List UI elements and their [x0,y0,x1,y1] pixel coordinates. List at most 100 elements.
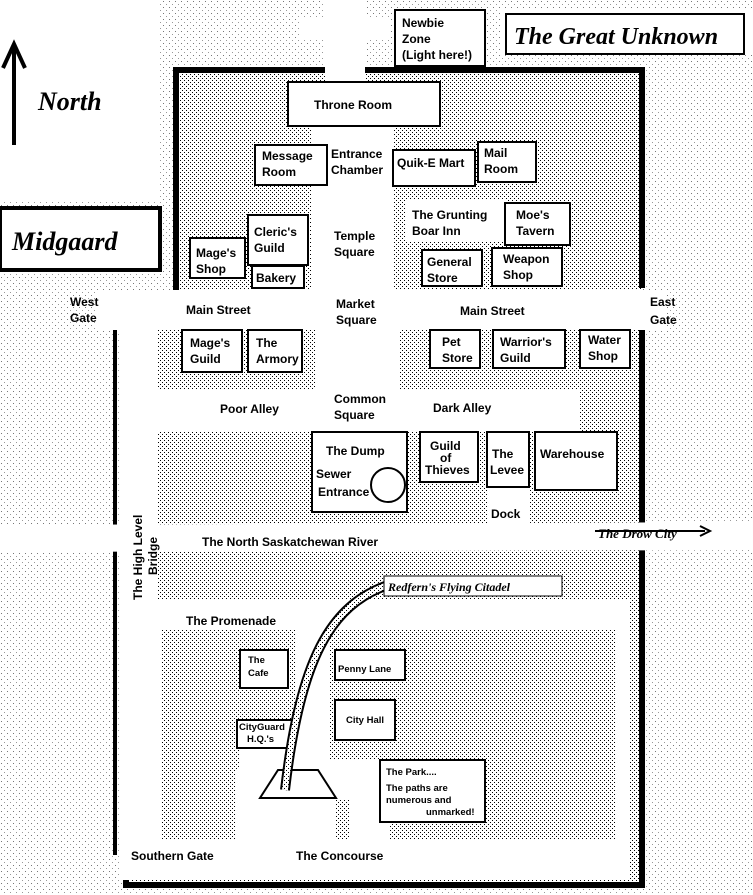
bridge-label-2[interactable]: Bridge [146,537,160,575]
entrance-chamber-label-2[interactable]: Chamber [331,163,383,177]
moes-tavern-label-2[interactable]: Tavern [516,224,554,238]
throne-room-label[interactable]: Throne Room [314,98,392,112]
park-path-shape [258,769,338,799]
general-store-label-1[interactable]: General [427,255,472,269]
citadel-label[interactable]: Redfern's Flying Citadel [387,580,511,594]
warriors-guild-box [492,329,566,369]
river-label[interactable]: The North Saskatchewan River [202,535,378,549]
armory-box [247,329,303,373]
dock-label[interactable]: Dock [491,507,521,521]
mail-room-label-1[interactable]: Mail [484,146,507,160]
sewer-circle [370,467,406,503]
cafe-label-2[interactable]: Cafe [248,668,269,679]
grunting-boar-label-2[interactable]: Boar Inn [412,224,461,238]
dark-alley-label[interactable]: Dark Alley [433,401,492,415]
market-square-label-1[interactable]: Market [336,297,375,311]
common-square-label-1[interactable]: Common [334,392,386,406]
temple-square-label-2[interactable]: Square [334,245,375,259]
concourse-label[interactable]: The Concourse [296,849,384,863]
drow-city-label[interactable]: The Drow City [598,526,677,541]
southern-gate-label[interactable]: Southern Gate [131,849,214,863]
water-shop-label-1[interactable]: Water [588,333,621,347]
the-levee-label-2[interactable]: Levee [490,463,524,477]
market-square-label-2[interactable]: Square [336,313,377,327]
the-levee-label-1[interactable]: The [492,447,514,461]
area-label: Midgaard [11,227,118,256]
poor-alley-label[interactable]: Poor Alley [220,402,279,416]
north-label: North [37,87,102,116]
weapon-shop-label-1[interactable]: Weapon [503,252,549,266]
mail-room-box [477,141,537,183]
main-street-east-label[interactable]: Main Street [460,304,525,318]
compass-area [0,0,160,200]
quik-e-mart-box [392,149,476,187]
guild-of-thieves-label-3[interactable]: Thieves [425,463,470,477]
main-street-west-label[interactable]: Main Street [186,303,251,317]
entrance-chamber-label-1[interactable]: Entrance [331,147,383,161]
cafe-box [239,649,289,689]
newbie-zone-label-2[interactable]: Zone [402,32,431,46]
park-note-line-2: The paths are [386,783,448,794]
guild-of-thieves-box [419,431,479,483]
mages-guild-label-1[interactable]: Mage's [190,336,231,350]
bridge-label-1[interactable]: The High Level [131,515,145,600]
quik-e-mart-label[interactable]: Quik-E Mart [397,156,464,170]
temple-square-label-1[interactable]: Temple [334,229,375,243]
penny-lane-box [334,649,406,681]
warehouse-box [534,431,618,491]
newbie-zone-label-1[interactable]: Newbie [402,16,444,30]
mages-shop-label-1[interactable]: Mage's [196,246,237,260]
pet-store-box [429,329,481,369]
warehouse-label[interactable]: Warehouse [540,447,605,461]
warriors-guild-label-2[interactable]: Guild [500,351,531,365]
message-room-label-1[interactable]: Message [262,149,313,163]
city-hall-box [334,699,396,741]
message-room-label-2[interactable]: Room [262,165,296,179]
general-store-label-2[interactable]: Store [427,271,458,285]
promenade-label[interactable]: The Promenade [186,614,276,628]
newbie-zone-label-3[interactable]: (Light here!) [402,48,472,62]
sewer-entrance-label-2[interactable]: Entrance [318,485,370,499]
drow-city-arrow [595,525,713,537]
mages-shop-label-2[interactable]: Shop [196,262,226,276]
cityguard-label-1[interactable]: CityGuard [239,722,285,733]
common-square-label-2[interactable]: Square [334,408,375,422]
message-room-box [254,144,328,186]
clerics-guild-label-1[interactable]: Cleric's [254,225,297,239]
moes-tavern-box [504,202,571,246]
pet-store-label-1[interactable]: Pet [442,335,461,349]
armory-label-1[interactable]: The [256,336,278,350]
guild-of-thieves-label-2[interactable]: of [440,451,452,465]
guild-of-thieves-label-1[interactable]: Guild [430,439,461,453]
city-wall-north [173,67,645,290]
city-hall-label[interactable]: City Hall [346,715,384,726]
west-gate-label-2[interactable]: Gate [70,311,97,325]
east-gate-label-2[interactable]: Gate [650,313,677,327]
mail-room-label-2[interactable]: Room [484,162,518,176]
pet-store-label-2[interactable]: Store [442,351,473,365]
moes-tavern-label-1[interactable]: Moe's [516,208,550,222]
warriors-guild-label-1[interactable]: Warrior's [500,335,552,349]
the-dump-label[interactable]: The Dump [326,444,385,458]
map-title: The Great Unknown [514,24,718,50]
bakery-box [251,265,305,289]
grunting-boar-label-1[interactable]: The Grunting [412,208,487,222]
water-shop-label-2[interactable]: Shop [588,349,618,363]
park-note-box [379,759,486,823]
sewer-entrance-label-1[interactable]: Sewer [316,467,352,481]
citadel-box [383,575,563,597]
park-note-line-3: numerous and [386,795,452,806]
west-gate-label-1[interactable]: West [70,295,98,309]
clerics-guild-label-2[interactable]: Guild [254,241,285,255]
penny-lane-label[interactable]: Penny Lane [338,664,391,675]
mages-guild-label-2[interactable]: Guild [190,352,221,366]
mages-shop-box [189,237,246,279]
weapon-shop-label-2[interactable]: Shop [503,268,533,282]
bakery-label[interactable]: Bakery [256,271,296,285]
cafe-label-1[interactable]: The [248,655,265,666]
east-gate-label-1[interactable]: East [650,295,675,309]
cityguard-label-2[interactable]: H.Q.'s [247,734,274,745]
armory-label-2[interactable]: Armory [256,352,299,366]
